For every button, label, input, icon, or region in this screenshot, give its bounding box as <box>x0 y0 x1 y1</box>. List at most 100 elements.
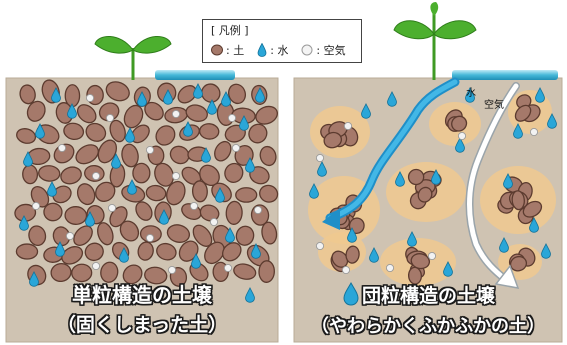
soil-particle <box>122 264 143 285</box>
water-drop <box>159 209 169 225</box>
water-drop <box>127 179 137 195</box>
water-drop <box>215 187 225 203</box>
water-drop <box>183 121 193 137</box>
soil-particle <box>155 125 176 146</box>
soil-particle <box>52 185 72 204</box>
soil-particle <box>139 225 162 243</box>
soil-particle <box>123 104 144 129</box>
water-drop <box>35 123 45 139</box>
legend-box: [ 凡例 ] : 土 : 水 : 空気 <box>202 19 362 63</box>
air-bubble <box>85 93 95 103</box>
air-bubble <box>91 171 101 181</box>
soil-particle <box>177 85 197 104</box>
water-drop <box>221 91 231 107</box>
soil-particle <box>255 105 278 125</box>
soil-particle <box>259 184 279 203</box>
soil-particle <box>233 263 257 280</box>
water-drop <box>163 89 173 105</box>
water-drop <box>19 215 29 231</box>
soil-particle <box>185 104 208 122</box>
left-sprout-icon <box>94 36 172 80</box>
soil-particle <box>26 100 46 122</box>
left-water-drops <box>19 83 265 303</box>
right-panel-title: 団粒構造の土壌 <box>362 285 496 307</box>
soil-particle <box>235 187 258 203</box>
soil-particle <box>73 225 93 247</box>
water-drop <box>201 147 211 163</box>
water-drop <box>23 151 33 167</box>
right-sprout-icon <box>393 2 477 80</box>
right-water-drops <box>309 87 557 277</box>
air-bubble <box>107 203 117 213</box>
air-bubble <box>231 143 241 153</box>
water-drop <box>513 123 523 139</box>
soil-particle <box>225 200 243 225</box>
water-drop <box>443 261 453 277</box>
soil-particle <box>97 139 118 164</box>
soil-particle <box>258 260 275 283</box>
water-drop-icon <box>257 43 267 57</box>
water-drop <box>125 127 135 143</box>
soil-particle <box>199 204 220 222</box>
air-bubble <box>385 263 395 273</box>
soil-particle <box>511 190 525 211</box>
soil-particle <box>97 222 114 246</box>
water-drop <box>369 247 379 263</box>
soil-particle <box>407 168 425 186</box>
air-bubble <box>457 131 467 141</box>
soil-particle <box>60 166 82 185</box>
air-bubble <box>167 265 177 275</box>
air-bubble <box>529 127 539 137</box>
soil-particle <box>204 241 225 265</box>
soil-particle <box>235 225 255 246</box>
soil-particle <box>227 83 247 105</box>
soil-particle <box>15 243 39 260</box>
water-drop <box>529 217 539 233</box>
soil-particle <box>50 262 72 283</box>
left-air-bubbles <box>31 93 263 275</box>
soil-particle <box>509 255 528 272</box>
air-bubble <box>145 233 155 243</box>
water-drop <box>55 241 65 257</box>
legend-soil-label: : 土 <box>226 44 245 57</box>
soil-particle <box>119 220 140 242</box>
air-bubble <box>209 217 219 227</box>
soil-particle <box>100 261 119 283</box>
soil-particle <box>71 263 93 283</box>
soil-particle <box>30 185 50 208</box>
water-flow-arrow <box>322 77 460 230</box>
legend-air-label: : 空気 <box>316 44 346 57</box>
air-bubble <box>227 113 237 123</box>
soil-particle <box>331 250 349 268</box>
water-drop <box>29 271 39 287</box>
water-drop <box>245 157 255 173</box>
soil-particle <box>154 162 175 187</box>
soil-particle <box>166 224 191 243</box>
left-panel-subtitle: （固くしまった土） <box>56 314 228 336</box>
left-panel-title: 単粒構造の土壌 <box>72 283 212 307</box>
soil-particle <box>166 180 186 206</box>
soil-particle <box>61 246 84 265</box>
right-air-bubbles <box>315 121 539 301</box>
air-flow-label: 空気 <box>484 98 504 111</box>
soil-particle <box>95 181 116 202</box>
soil-particle <box>407 266 423 285</box>
soil-particle <box>201 83 221 103</box>
soil-particle <box>121 143 139 168</box>
soil-particle-icon <box>211 44 223 56</box>
water-drop <box>547 113 557 129</box>
water-drop <box>361 103 371 119</box>
water-drop <box>455 137 465 153</box>
soil-particle <box>259 145 277 167</box>
soil-particle <box>199 123 220 140</box>
water-drop <box>407 231 417 247</box>
caption-water-drop-icon <box>343 281 359 306</box>
right-panel-subtitle: （やわらかくふかふかの土） <box>311 316 545 337</box>
soil-particle <box>214 140 232 162</box>
water-drop <box>47 181 57 197</box>
air-bubble <box>171 171 181 181</box>
water-drop <box>317 161 327 177</box>
soil-particle <box>137 241 154 261</box>
water-drop <box>245 287 255 303</box>
